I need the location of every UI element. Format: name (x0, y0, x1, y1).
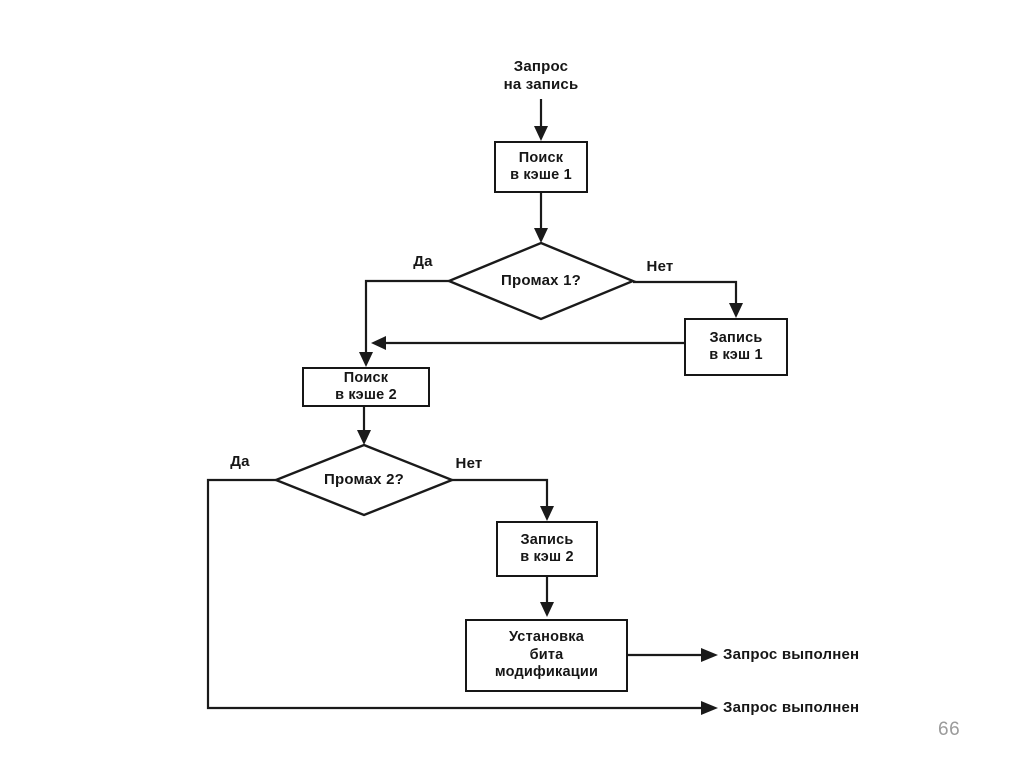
page-number: 66 (938, 719, 961, 740)
node-label-line: Установка (509, 629, 584, 646)
branch-miss1-yes-label: Да (413, 253, 433, 270)
decision-miss1-label: Промах 1? (501, 272, 581, 289)
node-label-line: Запись (520, 531, 574, 548)
node-label-line: Поиск (518, 149, 564, 166)
edge-miss1-yes-to-search2 (364, 279, 449, 354)
node-label-line: модификации (494, 664, 599, 681)
node-label-line: в кэше 1 (510, 167, 572, 183)
node-label-line: Поиск (343, 369, 389, 386)
branch-miss1-no-label: Нет (646, 258, 674, 275)
node-search-cache2: Поиск в кэше 2 (302, 367, 430, 407)
node-write-cache2: Запись в кэш 2 (496, 521, 598, 577)
node-search-cache1: Поиск в кэше 1 (494, 141, 588, 193)
node-label-line: в кэш 1 (709, 347, 763, 363)
edge-miss2-no-to-write2 (452, 478, 549, 508)
arrow-left-icon (371, 336, 386, 350)
arrow-right-icon (701, 701, 718, 715)
terminal-done-top-label: Запрос выполнен (723, 646, 860, 663)
arrow-down-icon (540, 506, 554, 521)
branch-miss2-yes-label: Да (230, 453, 250, 470)
node-label-line: в кэш 2 (520, 549, 574, 565)
start-label: Запрос на запись (471, 58, 611, 94)
decision-miss2-diamond (272, 443, 456, 517)
node-write-cache1: Запись в кэш 1 (684, 318, 788, 376)
start-label-line2: на запись (503, 76, 579, 93)
node-set-modification-bit: Установка бита модификации (465, 619, 628, 692)
edge-miss2-yes-to-done (206, 478, 702, 710)
arrow-down-icon (534, 228, 548, 243)
node-label-line: в кэше 2 (335, 387, 397, 403)
terminal-done-bottom-label: Запрос выполнен (723, 699, 860, 716)
node-label-line: бита (529, 646, 564, 663)
decision-miss1-diamond (445, 241, 637, 321)
start-label-line1: Запрос (513, 58, 569, 75)
arrow-down-icon (729, 303, 743, 318)
arrow-right-icon (701, 648, 718, 662)
edge-miss1-no-to-write1 (633, 280, 738, 305)
arrow-down-icon (540, 602, 554, 617)
arrow-down-icon (359, 352, 373, 367)
node-label-line: Запись (709, 329, 763, 346)
branch-miss2-no-label: Нет (455, 455, 483, 472)
arrow-down-icon (357, 430, 371, 445)
decision-miss2-label: Промах 2? (324, 471, 404, 488)
arrow-down-icon (534, 126, 548, 141)
